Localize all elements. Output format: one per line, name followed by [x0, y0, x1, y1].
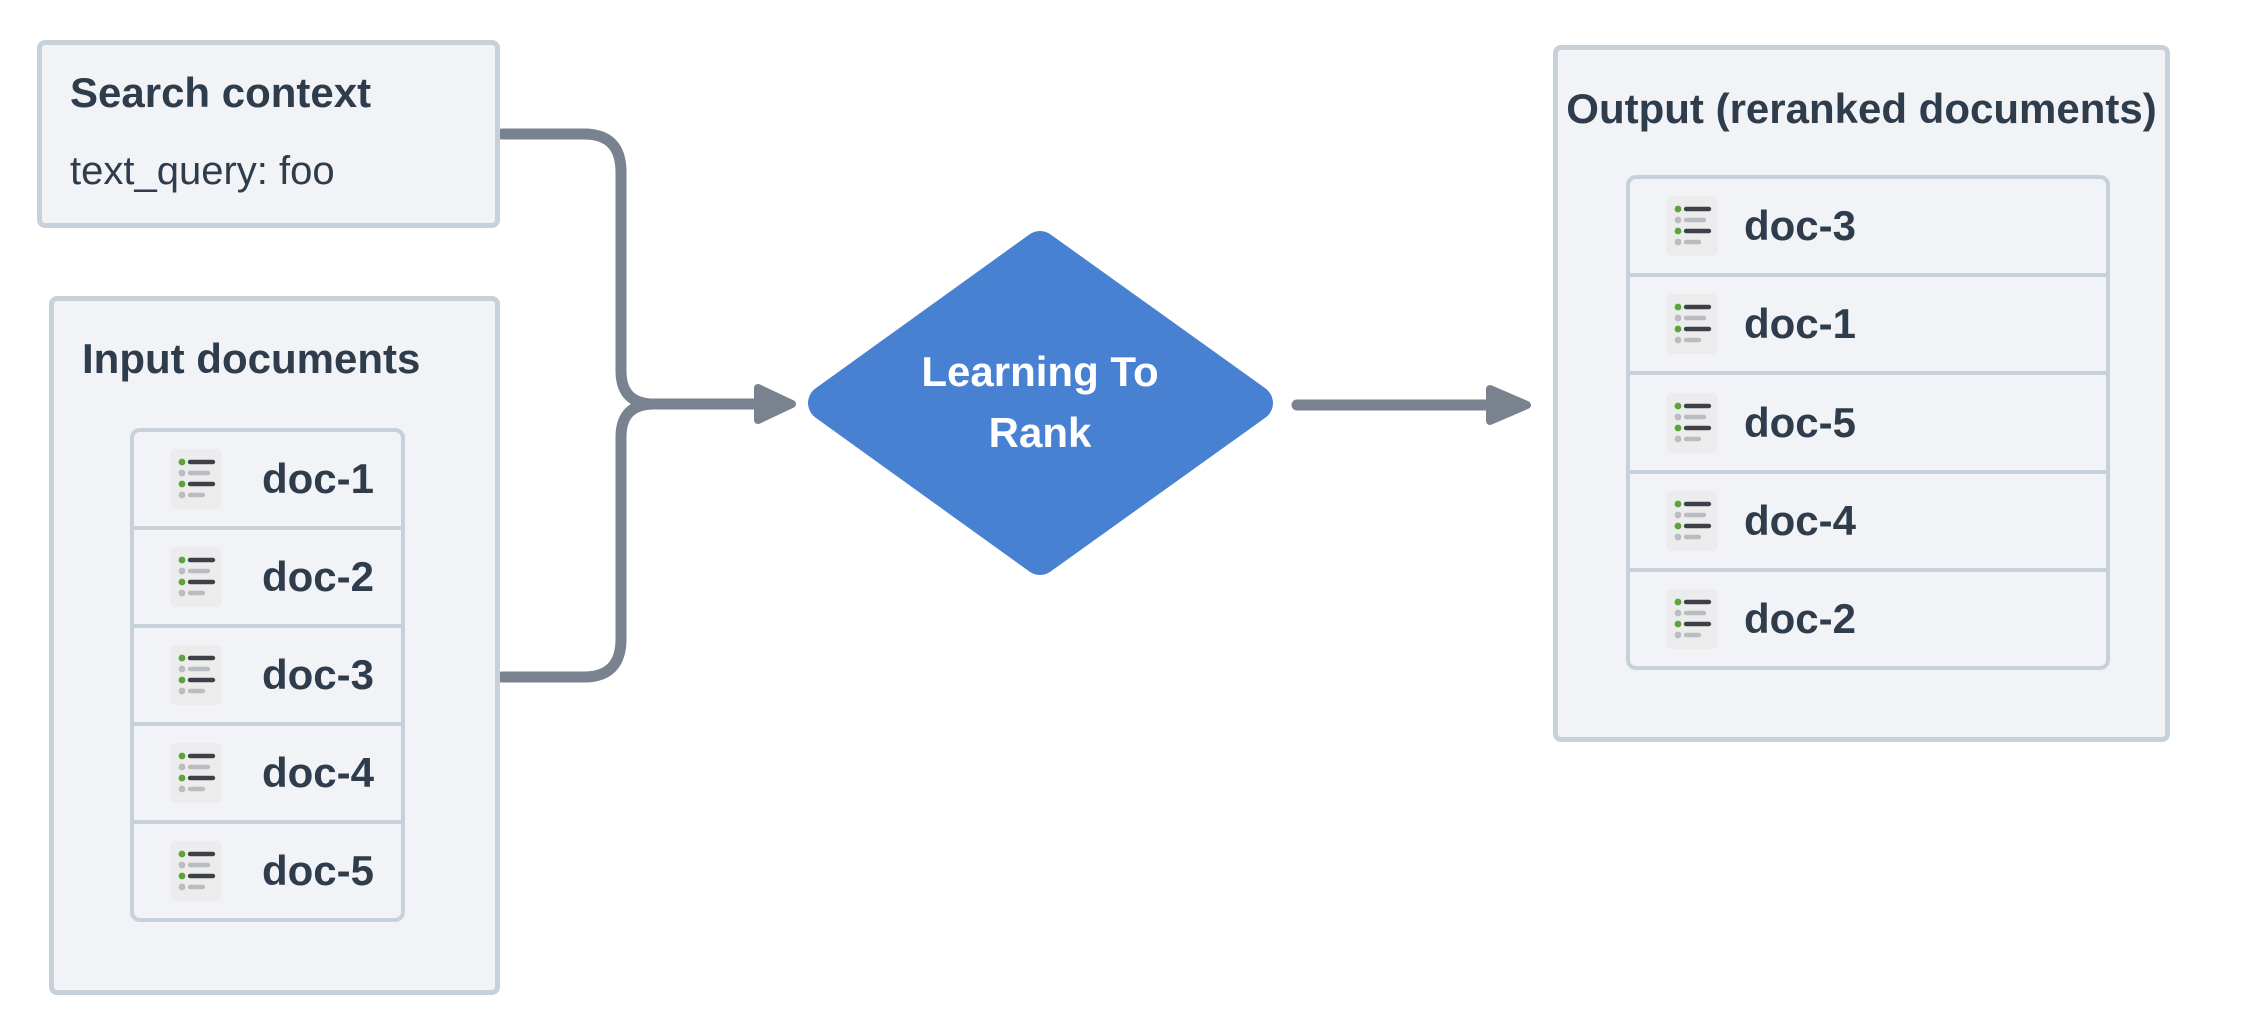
arrowhead-into-output-icon [1486, 385, 1531, 425]
doc-label: doc-5 [262, 847, 375, 894]
learning-to-rank-label: Learning To Rank [880, 341, 1200, 463]
search-context-box: Search context text_query: foo [37, 40, 500, 228]
doc-item: doc-1 [1630, 273, 2106, 371]
document-list-icon [170, 841, 222, 901]
doc-label: doc-3 [262, 651, 375, 698]
doc-label: doc-4 [262, 749, 375, 796]
doc-item: doc-4 [1630, 469, 2106, 568]
document-list-icon [170, 547, 222, 607]
document-list-icon [1666, 392, 1718, 453]
search-context-query: text_query: foo [70, 149, 335, 193]
input-doc-list: doc-1 doc-2 [130, 428, 405, 922]
doc-item: doc-5 [1630, 371, 2106, 469]
document-list-icon [1666, 294, 1718, 355]
search-context-connector [496, 128, 660, 410]
doc-item: doc-2 [1630, 567, 2106, 666]
document-list-icon [170, 743, 222, 803]
search-context-title: Search context [70, 69, 372, 116]
document-list-icon [170, 449, 222, 509]
doc-label: doc-1 [262, 455, 375, 502]
doc-item: doc-2 [134, 526, 401, 624]
output-doc-list: doc-3 doc-1 [1626, 175, 2110, 670]
document-list-icon [1666, 490, 1718, 551]
doc-item: doc-5 [134, 820, 401, 918]
input-documents-title: Input documents [82, 335, 421, 382]
output-documents-title: Output (reranked documents) [1566, 85, 2157, 132]
document-list-icon [1666, 196, 1718, 257]
doc-label: doc-3 [1744, 202, 1857, 250]
document-list-icon [170, 645, 222, 705]
doc-item: doc-3 [134, 624, 401, 722]
doc-label: doc-5 [1744, 398, 1857, 446]
doc-item: doc-3 [1630, 179, 2106, 273]
diamond-label-line-2: Rank [988, 409, 1092, 456]
doc-label: doc-4 [1744, 496, 1857, 544]
diamond-label-line-1: Learning To [921, 348, 1159, 395]
doc-item: doc-4 [134, 722, 401, 820]
document-list-icon [1666, 588, 1718, 649]
arrowhead-into-diamond-icon [754, 384, 796, 424]
doc-label: doc-2 [262, 553, 375, 600]
doc-label: doc-2 [1744, 594, 1857, 642]
doc-label: doc-1 [1744, 300, 1857, 348]
learning-to-rank-diamond [808, 231, 1273, 575]
input-documents-connector [496, 398, 660, 683]
doc-item: doc-1 [134, 432, 401, 526]
